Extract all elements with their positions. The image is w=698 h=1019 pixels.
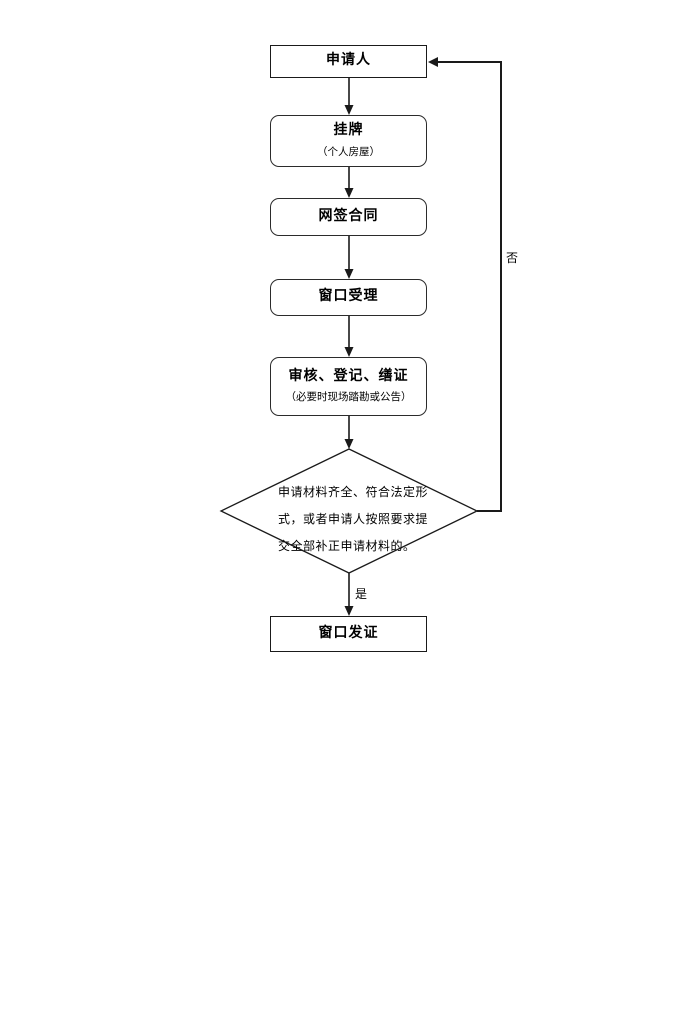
arrow-decision-to-issue-yes <box>344 573 354 616</box>
arrow-accept-to-review <box>344 316 354 357</box>
decision-text-line2: 式，或者申请人按照要求提 <box>278 512 429 526</box>
edge-label-yes: 是 <box>355 587 368 601</box>
decision-text: 申请材料齐全、符合法定形 式，或者申请人按照要求提 交全部补正申请材料的。 <box>278 479 428 560</box>
node-listing-label: 挂牌 <box>333 123 364 139</box>
node-applicant-label: 申请人 <box>326 53 371 69</box>
node-review-label: 审核、登记、缮证 <box>288 368 409 384</box>
node-listing: 挂牌 （个人房屋） <box>270 115 427 167</box>
arrow-applicant-to-listing <box>344 78 354 115</box>
node-issue: 窗口发证 <box>270 616 427 652</box>
decision-text-line3: 交全部补正申请材料的。 <box>278 539 416 553</box>
node-accept-label: 窗口受理 <box>318 289 379 305</box>
decision-diamond-shape <box>219 448 479 574</box>
node-contract-label: 网签合同 <box>318 208 379 224</box>
arrow-contract-to-accept <box>344 236 354 279</box>
decision-text-line1: 申请材料齐全、符合法定形 <box>278 485 429 499</box>
node-applicant: 申请人 <box>270 45 427 78</box>
node-issue-label: 窗口发证 <box>318 625 379 641</box>
arrow-review-to-decision <box>344 416 354 449</box>
node-listing-sublabel: （个人房屋） <box>317 146 380 158</box>
edge-label-no: 否 <box>506 251 519 265</box>
edge-decision-to-applicant-no <box>428 57 502 512</box>
node-contract: 网签合同 <box>270 198 427 236</box>
node-accept: 窗口受理 <box>270 279 427 316</box>
arrow-listing-to-contract <box>344 167 354 198</box>
node-review-sublabel: （必要时现场踏勘或公告） <box>285 392 412 404</box>
node-review: 审核、登记、缮证 （必要时现场踏勘或公告） <box>270 357 427 416</box>
